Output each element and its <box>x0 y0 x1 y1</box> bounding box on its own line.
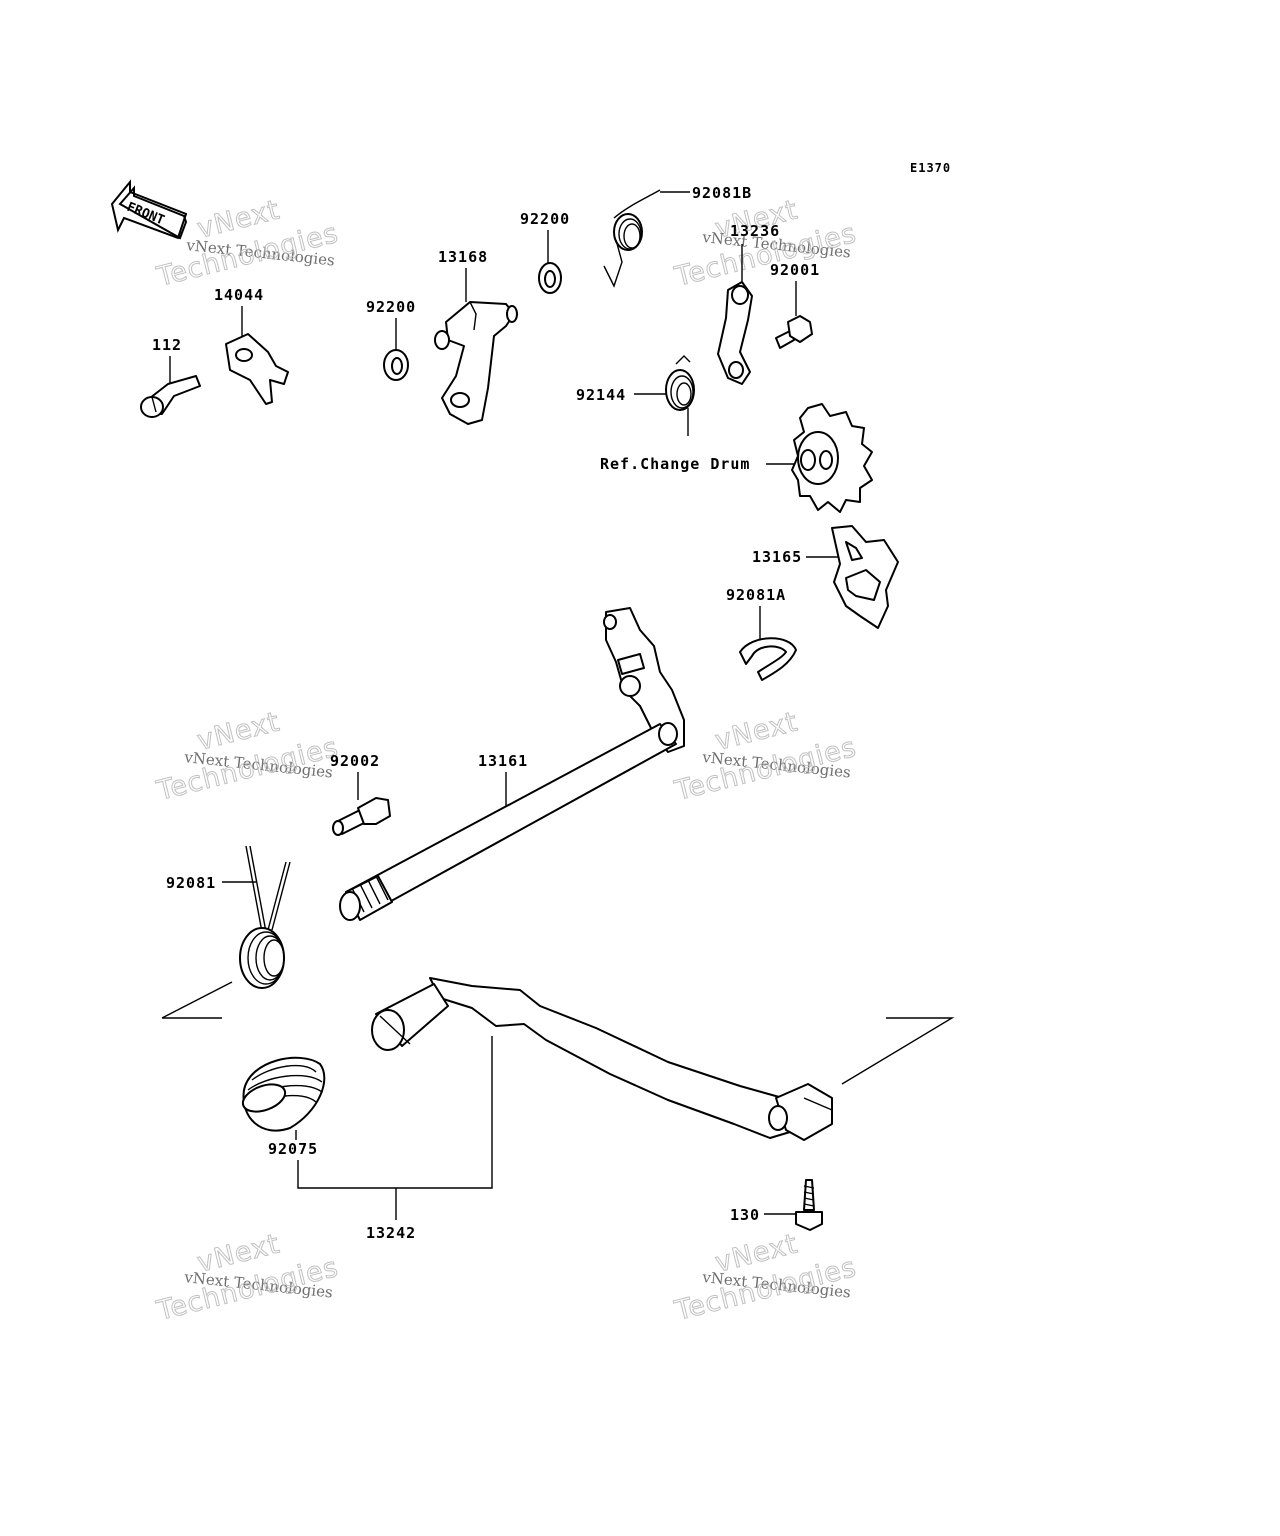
svg-text:112: 112 <box>152 336 182 354</box>
svg-text:92002: 92002 <box>330 752 380 770</box>
part-92200-washer-top: 92200 <box>520 210 570 294</box>
watermark-bottom-left: vNext vNext Technologies Technologies <box>153 1228 342 1328</box>
svg-text:130: 130 <box>730 1206 760 1224</box>
part-13161-shift-shaft: 13161 <box>339 607 685 921</box>
part-92200-washer-mid: 92200 <box>366 298 416 381</box>
watermark-mid-right: vNext vNext Technologies Technologies <box>671 706 860 808</box>
svg-text:13236: 13236 <box>730 222 780 240</box>
part-13242-leader: 13242 <box>297 1036 493 1242</box>
svg-text:92075: 92075 <box>268 1140 318 1158</box>
svg-text:14044: 14044 <box>214 286 264 304</box>
svg-text:92081: 92081 <box>166 874 216 892</box>
svg-text:Ref.Change Drum: Ref.Change Drum <box>600 455 750 473</box>
watermark-bottom-right: vNext vNext Technologies Technologies <box>671 1228 860 1328</box>
svg-text:92200: 92200 <box>366 298 416 316</box>
part-130-bolt: 130 <box>730 1179 823 1231</box>
front-arrow-icon: FRONT <box>110 179 188 240</box>
part-13168-lever: 13168 <box>434 248 518 425</box>
svg-text:13168: 13168 <box>438 248 488 266</box>
part-change-drum-cam: Ref.Change Drum <box>600 403 873 513</box>
part-92001-bolt: 92001 <box>770 261 820 349</box>
svg-text:13161: 13161 <box>478 752 528 770</box>
svg-text:92081B: 92081B <box>692 184 752 202</box>
part-92002-stud: 92002 <box>330 752 391 836</box>
part-13165-plate: 13165 <box>752 525 899 629</box>
part-92081A-clip: 92081A <box>726 586 797 681</box>
watermark-top-left: vNext vNext Technologies Technologies <box>153 194 342 294</box>
part-14044-bracket: 14044 <box>214 286 289 405</box>
part-92081B-spring: 92081B <box>603 184 752 288</box>
svg-text:92001: 92001 <box>770 261 820 279</box>
part-112-bolt: 112 <box>140 336 201 418</box>
svg-text:92200: 92200 <box>520 210 570 228</box>
svg-text:92081A: 92081A <box>726 586 786 604</box>
svg-text:13242: 13242 <box>366 1224 416 1242</box>
part-13242-shift-pedal <box>371 977 833 1141</box>
watermark-top-right: vNext vNext Technologies Technologies <box>671 194 860 294</box>
part-92081-return-spring: 92081 <box>166 845 291 989</box>
part-13236-arm: 13236 <box>717 222 780 385</box>
svg-text:13165: 13165 <box>752 548 802 566</box>
alignment-lines <box>161 981 955 1085</box>
watermark-mid-left: vNext vNext Technologies Technologies <box>153 706 342 808</box>
svg-text:92144: 92144 <box>576 386 626 404</box>
diagram-code: E1370 <box>910 161 951 175</box>
part-92075-pedal-rubber: 92075 <box>241 1056 326 1158</box>
part-92144-spring: 92144 <box>576 355 695 436</box>
